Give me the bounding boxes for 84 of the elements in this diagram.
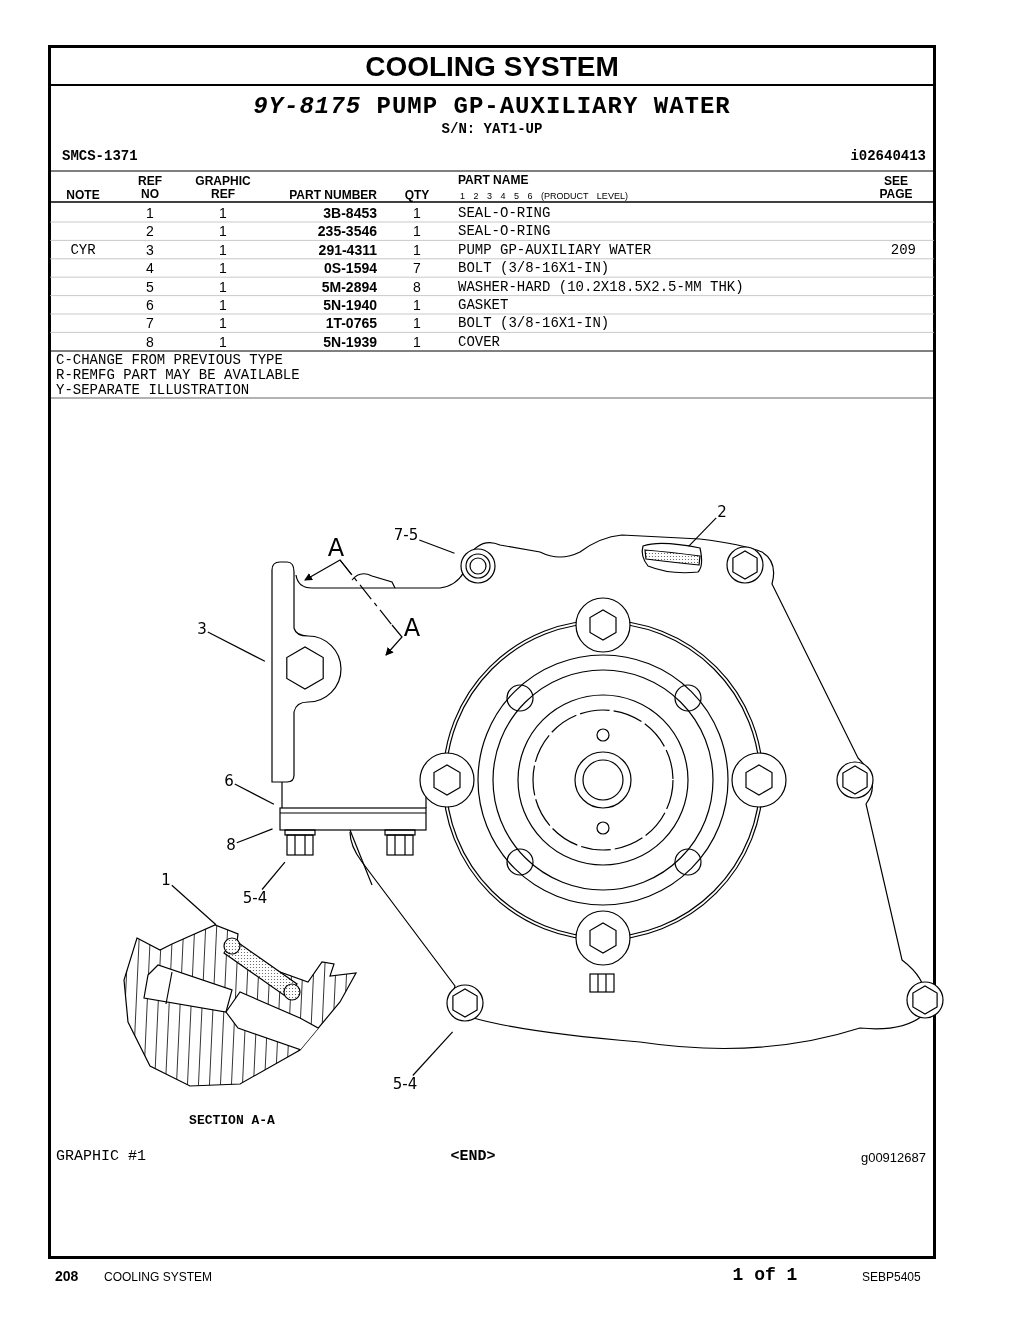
leader-line [236, 828, 274, 844]
table-cell: BOLT (3/8-16X1-IN) [458, 315, 610, 332]
table-cell: WASHER-HARD (10.2X18.5X2.5-MM THK) [458, 278, 744, 295]
table-cell: COVER [458, 333, 500, 350]
table-cell: 1 [219, 205, 227, 221]
product-level-header: 1 2 3 4 5 6 (PRODUCT LEVEL) [460, 191, 628, 201]
column-header: REF NO [137, 175, 163, 201]
table-cell: 2 [146, 223, 154, 240]
graphic-number: GRAPHIC #1 [56, 1147, 146, 1165]
table-cell: 8 [146, 333, 154, 350]
table-cell: 1 [219, 333, 227, 350]
table-cell: 8 [413, 278, 421, 295]
part-number: 0S-1594 [324, 260, 377, 277]
footnote: Y-SEPARATE ILLUSTRATION [56, 382, 250, 398]
footnote: C-CHANGE FROM PREVIOUS TYPE [56, 352, 283, 368]
table-cell: PUMP GP-AUXILIARY WATER [458, 241, 652, 258]
graphic-id: g00912687 [860, 1149, 926, 1165]
callout-number: 5-4 [241, 889, 269, 907]
column-header: PART NUMBER [289, 188, 377, 202]
table-cell: 1 [219, 315, 227, 332]
table-cell: SEAL-O-RING [458, 223, 551, 240]
table-cell: 1 [413, 333, 421, 350]
part-number: 5N-1940 [323, 297, 377, 313]
callout-number: 3 [196, 620, 208, 638]
leader-line [261, 861, 286, 891]
table-cell: 1 [413, 315, 421, 332]
callout-number: 8 [225, 836, 237, 854]
callout-number: 6 [223, 772, 235, 790]
column-header: NOTE [66, 188, 100, 202]
table-cell: SEAL-O-RING [458, 205, 551, 221]
leader-line [234, 783, 275, 805]
table-cell: 209 [890, 241, 916, 258]
leader-line [207, 631, 266, 662]
part-number: 5N-1939 [323, 333, 377, 350]
table-cell: 5 [146, 278, 154, 295]
table-cell: 1 [219, 297, 227, 313]
column-header: GRAPHIC REF [194, 175, 252, 201]
table-cell: 1 [413, 223, 421, 240]
callout-number: 7-5 [392, 526, 420, 544]
page-count: 1 of 1 [732, 1265, 798, 1285]
table-cell: 1 [219, 241, 227, 258]
table-cell: 6 [146, 297, 154, 313]
table-cell: CYR [70, 241, 96, 258]
part-number: 3B-8453 [323, 205, 377, 221]
table-cell: 1 [413, 241, 421, 258]
part-number: 291-4311 [318, 241, 377, 258]
callout-number: 5-4 [391, 1075, 419, 1093]
page-number: 208 [55, 1268, 79, 1284]
section-mark: A [403, 614, 421, 642]
part-number: 1T-0765 [325, 315, 377, 332]
callout-number: 1 [160, 871, 172, 889]
table-cell: 3 [146, 241, 154, 258]
part-number: 235-3546 [317, 223, 377, 240]
part-number: 5M-2894 [321, 278, 377, 295]
document-id: i02640413 [850, 148, 926, 164]
publication-number: SEBP5405 [862, 1270, 921, 1284]
column-header: QTY [404, 188, 430, 202]
footnote: R-REMFG PART MAY BE AVAILABLE [56, 367, 300, 383]
section-caption: SECTION A-A [189, 1112, 275, 1128]
table-cell: 1 [413, 205, 421, 221]
leader-line [418, 539, 456, 554]
table-cell: 7 [413, 260, 421, 277]
section-name: COOLING SYSTEM [104, 1270, 213, 1284]
table-cell: 4 [146, 260, 154, 277]
table-cell: 1 [146, 205, 154, 221]
column-header: SEE PAGE [878, 175, 914, 201]
table-cell: GASKET [458, 297, 509, 313]
table-cell: BOLT (3/8-16X1-IN) [458, 260, 610, 277]
table-cell: 1 [219, 223, 227, 240]
serial-range: S/N: YAT1-UP [441, 121, 543, 137]
column-header: PART NAME [458, 173, 529, 187]
leader-line [688, 517, 717, 547]
drawing-title: 9Y-8175 PUMP GP-AUXILIARY WATER [253, 92, 731, 120]
end-marker: <END> [450, 1147, 496, 1165]
leader-line [171, 884, 217, 926]
table-cell: 1 [413, 297, 421, 313]
table-cell: 1 [219, 278, 227, 295]
table-cell: 7 [146, 315, 154, 332]
table-cell: 1 [219, 260, 227, 277]
page-title: COOLING SYSTEM [365, 51, 619, 83]
smcs-code: SMCS-1371 [62, 148, 138, 164]
leader-line [412, 1031, 454, 1077]
callout-number: 2 [716, 503, 728, 521]
section-mark: A [327, 534, 345, 562]
